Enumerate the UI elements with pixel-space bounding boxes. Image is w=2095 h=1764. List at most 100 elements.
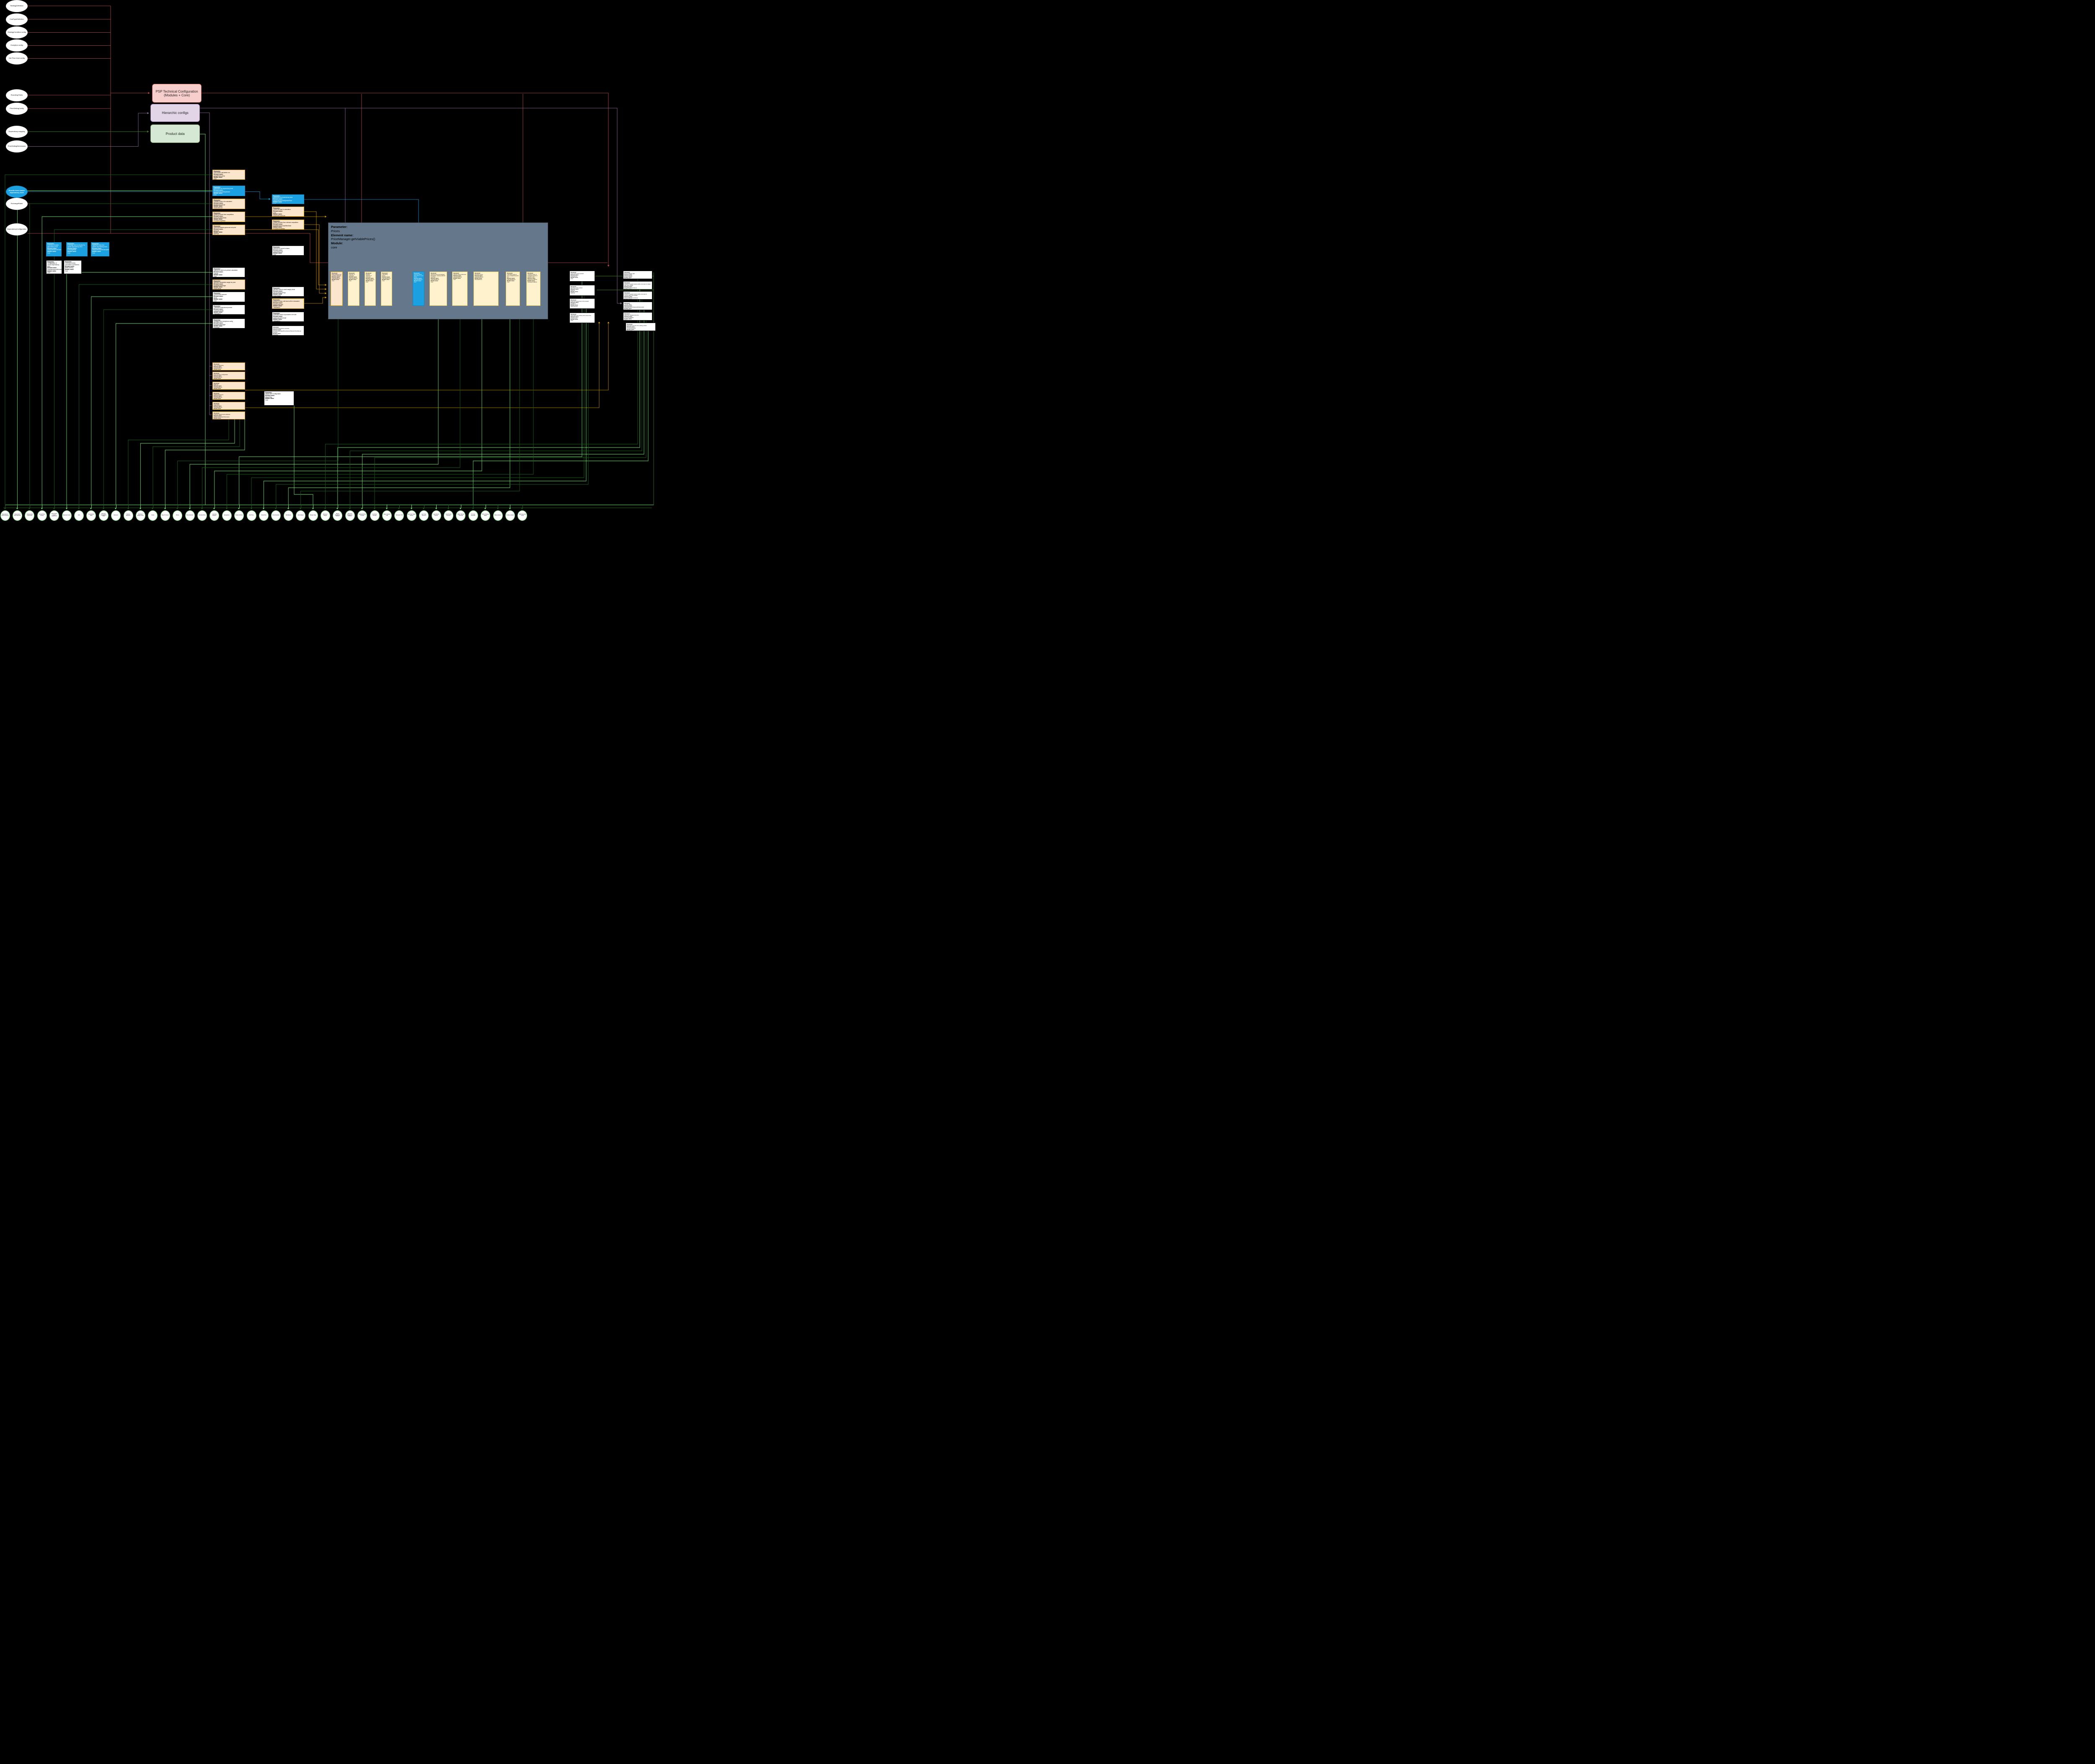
field-value: TurnoverForecast <box>627 327 636 329</box>
dependency-diagram-canvas: { "palette": { "node_blue": "#1ba1e2", "… <box>0 0 656 529</box>
field-value: Core <box>273 253 276 256</box>
field-label: Element name: <box>214 189 223 191</box>
param-box-cost: Parameter:Cost to be used in calculation… <box>272 207 304 217</box>
param-box-stockcoverdays: Parameter:Amount of days until stock wil… <box>272 298 304 309</box>
field-value: Currency in which calculation is perform… <box>65 262 79 266</box>
node-label: Independent Level Price <box>26 514 33 516</box>
field-value: RevenueBreakevenVolume <box>624 297 638 299</box>
field-label: Module name: <box>475 277 483 279</box>
field-label: Module name: <box>571 277 579 278</box>
output-node-data-lookups: Data Lookups <box>493 510 503 521</box>
field-label: Element name: <box>214 385 222 387</box>
input-node-exchangerates: ExchangeRates <box>6 197 28 210</box>
field-value: DependencyLevelLookup <box>47 268 62 270</box>
field-label: Element name: <box>366 277 374 279</box>
field-value: CalculatedPrices <box>214 406 222 408</box>
header-module-value: core <box>331 245 337 249</box>
field-label: Parameter: <box>214 268 221 270</box>
field-label: Module name: <box>453 277 461 279</box>
field-label: Module name: <box>214 176 223 178</box>
field-label: Module name: <box>349 279 357 280</box>
field-label: Element name: <box>214 366 222 367</box>
field-label: Element name: <box>47 247 57 249</box>
field-value: ExceptionsManager/PriceSelector/Manual P… <box>273 330 301 333</box>
field-label: Module name: <box>366 280 374 282</box>
field-label: Module name: <box>214 325 223 327</box>
field-value: AdvancedCost <box>214 207 222 209</box>
node-label: ExchangeRates <box>10 202 23 204</box>
field-value: NetPrice <box>571 290 575 291</box>
field-value: ProductCompetition <box>214 220 225 222</box>
node-label: Margin Flag <box>310 514 316 516</box>
param-box-salesvolumeforecast: Parameter:Estimated amout of products to… <box>272 312 304 322</box>
down-arrow-icon <box>447 504 449 510</box>
field-value: NetPrice <box>214 233 219 235</box>
field-label: Element name: <box>475 275 483 277</box>
input-node-rounding-rules: Rounding Rules <box>6 89 28 101</box>
node-label: Revenue Breakeven Volume <box>347 513 353 517</box>
field-label: Element name: <box>214 322 223 324</box>
param-box-finalprice: Parameter:Final price (gross/net) of the… <box>569 298 595 309</box>
header-element-label: Element name: <box>331 233 354 237</box>
field-value: PriceChecks <box>214 287 221 290</box>
output-node-last-period-volume: Last Period Volume <box>431 510 441 521</box>
field-label: Element name: <box>214 283 223 285</box>
output-node-sales-volume-ytd: Sales Volume YTD <box>382 510 392 521</box>
output-node-warnings-and-errors: Warnings and errors <box>517 510 528 521</box>
field-value: Minimum price to meet margin check <box>273 289 295 291</box>
field-label: Module name: <box>214 192 223 194</box>
field-label: Module name: <box>214 205 223 207</box>
output-node-margin-breakeven-volume: Margin Breakeven Volume <box>333 510 343 521</box>
node-label: StrategyDefinition <box>10 5 23 7</box>
field-label: Module name: <box>624 308 632 309</box>
config-box-label: Product data <box>166 132 185 136</box>
output-node-override-price: Override Price <box>197 510 207 521</box>
field-value: ExceptionsManager <box>214 323 226 326</box>
node-label: Adjusted Price Corridor <box>359 514 366 516</box>
field-label: Parameter: <box>624 292 631 294</box>
field-value: MarginBreakevenVolume <box>624 287 637 289</box>
field-value: NetPrice <box>571 292 575 294</box>
field-label: Module name: <box>273 213 282 215</box>
field-value: Transaction data about product <box>214 307 233 309</box>
field-label: Module name: <box>214 368 222 370</box>
output-node-final-price: Final Price <box>259 510 269 521</box>
field-value: SalesVolumeForecast <box>273 317 287 319</box>
field-value: Core <box>214 409 244 410</box>
field-value: Final price (gross/net) of the product <box>571 300 589 302</box>
field-label: Parameter: <box>214 363 220 365</box>
down-arrow-icon <box>127 504 129 510</box>
field-value: Core <box>349 280 352 282</box>
field-value: CalculatedPrices <box>507 279 516 280</box>
field-label: Parameter: <box>214 393 220 394</box>
field-label: Element name: <box>273 302 283 304</box>
field-label: Parameter: <box>624 313 631 315</box>
param-box-exceptionsmanager: Parameter:Strategy/Price exceptions conf… <box>212 318 245 328</box>
field-label: Parameter: <box>382 272 388 274</box>
connector-layer <box>3 5 654 508</box>
output-node-cost: Cost <box>74 510 84 521</box>
price-manager-header: Parameter: Prices Element name: PriceMan… <box>331 225 375 250</box>
field-label: Element name: <box>214 271 223 273</box>
input-node-pricesettingdimensions: PriceSettingDimensions <box>6 140 28 153</box>
field-value: CalculatedPrices <box>214 367 222 369</box>
output-node-new-margin: New Margin <box>296 510 306 521</box>
param-box-additionalcalculatorparameters: Parameter:Customer defined price attribu… <box>212 411 245 419</box>
field-label: Element name: <box>571 302 579 303</box>
input-node-net-price-level-config: Net Price level config <box>6 52 28 65</box>
field-value: Amount of days until stock will be exhau… <box>273 300 300 303</box>
field-label: Module name: <box>214 274 223 276</box>
config-box-psp-technical-configuration-modules-core: PSP Technical Configuration (Modules + C… <box>152 84 202 103</box>
field-label: Parameter: <box>65 261 72 263</box>
node-label: Rounding Rules <box>10 93 23 96</box>
node-label: Competition Data <box>88 514 94 516</box>
param-box-discount: Parameter:Discount between gross and net… <box>212 225 245 235</box>
field-value: PriceChecks <box>624 309 631 310</box>
down-arrow-icon <box>238 504 240 510</box>
node-label: PriceSettingDimensions <box>8 145 26 147</box>
